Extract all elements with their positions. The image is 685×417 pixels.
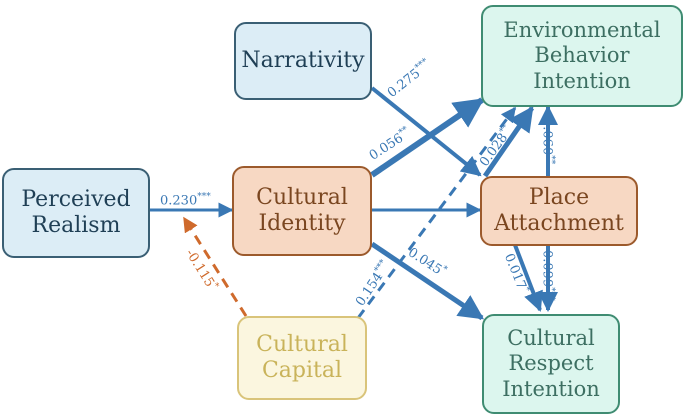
arrow-place-attachment-to-respect-diagonal: [513, 244, 543, 312]
node-place-attachment: Place Attachment: [480, 176, 638, 246]
arrow-identity-to-environmental: [370, 97, 485, 178]
arrow-narrativity-to-place-attachment: [370, 86, 482, 177]
coef-place-attachment-to-respect-vertical: 0.099***: [539, 250, 556, 301]
arrow-identity-to-respect: [370, 241, 485, 321]
arrow-capital-to-environmental: [356, 106, 517, 319]
arrow-place-attachment-to-environmental: [482, 105, 535, 178]
node-cultural-identity: Cultural Identity: [232, 166, 372, 256]
node-cultural-capital: Cultural Capital: [237, 316, 367, 400]
node-cultural-respect-intention: Cultural Respect Intention: [482, 314, 620, 414]
arrow-capital-to-realism: [182, 216, 248, 317]
node-narrativity: Narrativity: [234, 22, 372, 100]
node-environmental-behavior-intention: Environmental Behavior Intention: [481, 5, 683, 107]
coef-realism-to-identity: 0.230***: [160, 192, 211, 209]
coef-place-attachment-environmental-vertical: 0.060**: [539, 118, 556, 165]
node-perceived-realism: Perceived Realism: [2, 168, 150, 258]
